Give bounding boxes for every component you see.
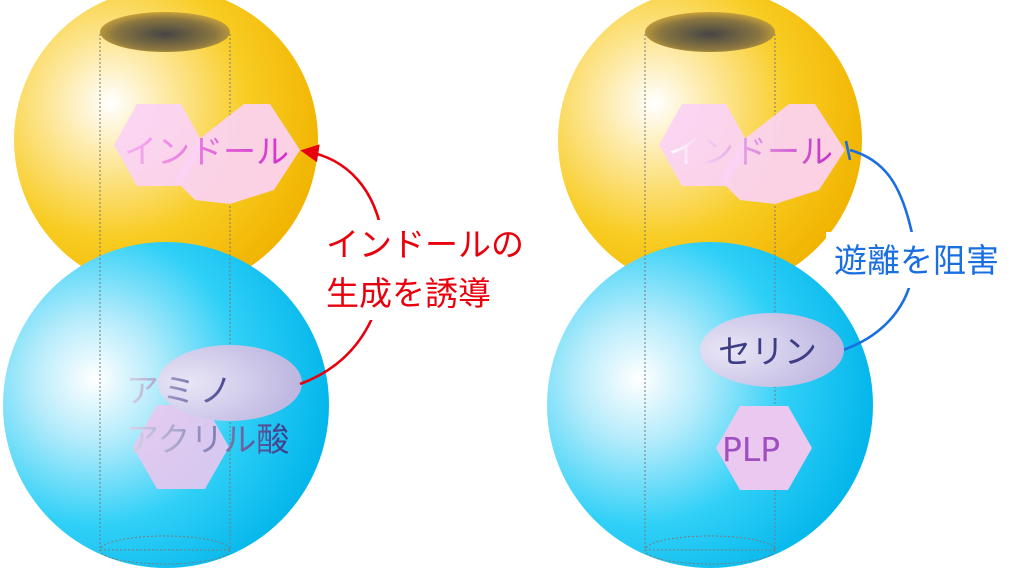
right-serine-ellipse [700, 313, 844, 387]
left-channel [99, 12, 231, 565]
left-amino-hexagon [133, 405, 229, 489]
right-plp-hexagon [716, 406, 812, 490]
left-channel-opening [100, 12, 230, 52]
block-line [842, 148, 916, 352]
right-serine-label: セリン [718, 332, 817, 371]
induction-label-line2: 生成を誘導 [326, 274, 491, 313]
left-amino-label-line1: アミノ [126, 371, 236, 410]
induction-label-line1: インドールの [326, 225, 524, 264]
left-amino-label-line2: アクリル酸 [126, 420, 289, 459]
right-channel-opening [645, 12, 775, 52]
right-panel: インドール 遊離を阻害 セリン PLP [547, 0, 1024, 568]
block-label-backdrop [826, 232, 1024, 288]
right-cyan-sphere [547, 242, 873, 568]
right-indole-hexagons [659, 104, 845, 204]
induction-label-backdrop [318, 220, 548, 320]
right-indole-label: インドール [668, 132, 833, 171]
block-label: 遊離を阻害 [834, 241, 999, 280]
left-indole-hexagons [114, 104, 300, 204]
left-amino-ellipse [158, 345, 302, 421]
left-indole-label: インドール [124, 132, 289, 171]
left-panel: インドール アミノ アクリル酸 インドールの 生成を誘導 [3, 0, 548, 568]
block-bar [844, 140, 852, 161]
right-channel [644, 12, 776, 565]
right-plp-label: PLP [722, 430, 780, 469]
